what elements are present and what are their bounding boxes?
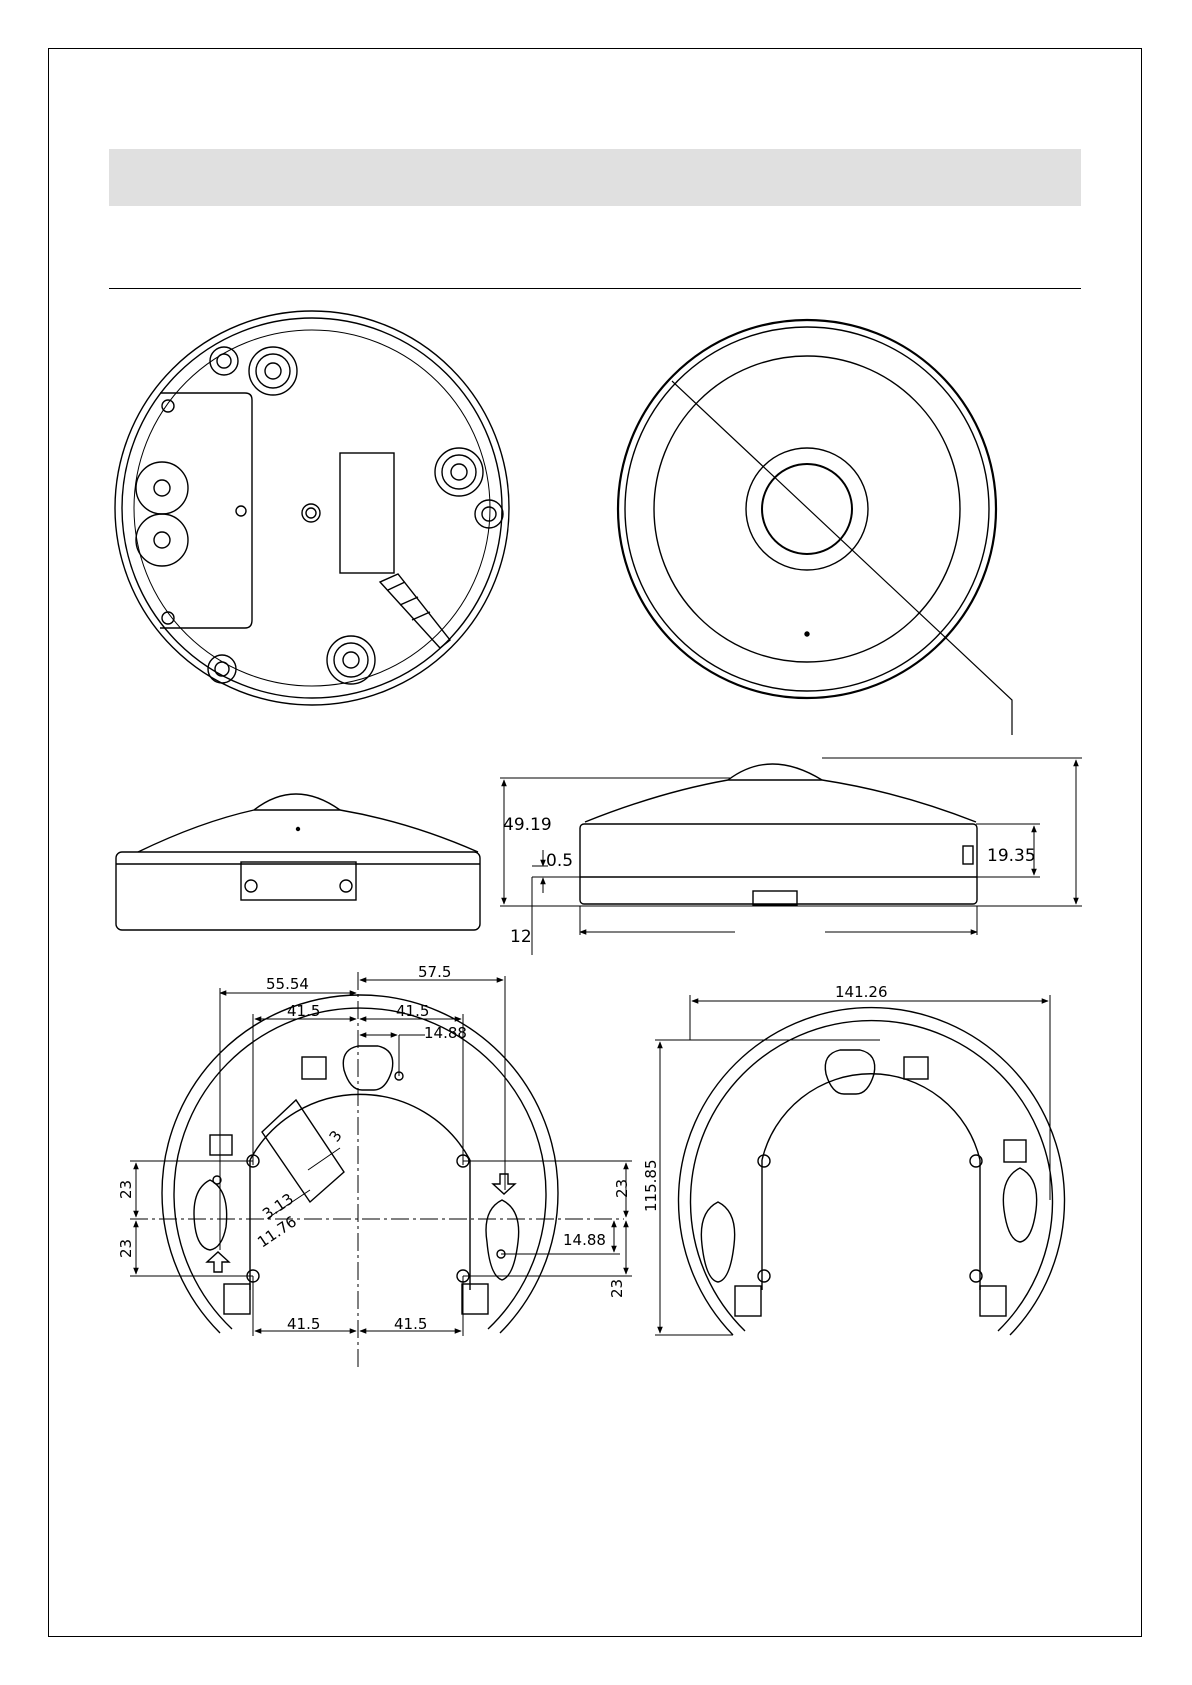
camera-top-view [618, 320, 1012, 735]
dim-23-left-lower: 23 [117, 1239, 135, 1258]
dim-14-88-top: 14.88 [424, 1024, 467, 1042]
dim-115-85: 115.85 [642, 1160, 660, 1213]
dim-55-54: 55.54 [266, 975, 309, 993]
dim-41-5-bottom-left: 41.5 [287, 1315, 320, 1333]
dim-base-19-35: 19.35 [987, 846, 1036, 866]
dim-23-right-lower: 23 [608, 1279, 626, 1298]
dim-141-26: 141.26 [835, 983, 888, 1001]
mounting-bracket-front [162, 995, 558, 1333]
mounting-bracket-back [678, 1008, 1064, 1335]
camera-side-view [116, 794, 480, 930]
dim-41-5-top-right: 41.5 [396, 1002, 429, 1020]
dim-3: 3 [326, 1127, 346, 1145]
dim-height-49-19: 49.19 [503, 815, 552, 835]
dim-57-5: 57.5 [418, 963, 451, 981]
camera-bottom-view [115, 311, 509, 705]
dim-gap-0-5: 0.5 [546, 851, 573, 871]
dim-23-left-upper: 23 [117, 1180, 135, 1199]
dim-41-5-bottom-right: 41.5 [394, 1315, 427, 1333]
dim-offset-12: 12 [510, 927, 532, 947]
dim-41-5-top-left: 41.5 [287, 1002, 320, 1020]
dim-23-right-upper: 23 [613, 1179, 631, 1198]
dim-11-76: 11.76 [254, 1212, 300, 1251]
dim-14-88-right: 14.88 [563, 1231, 606, 1249]
bracket-back-dimension-lines [655, 995, 1050, 1335]
